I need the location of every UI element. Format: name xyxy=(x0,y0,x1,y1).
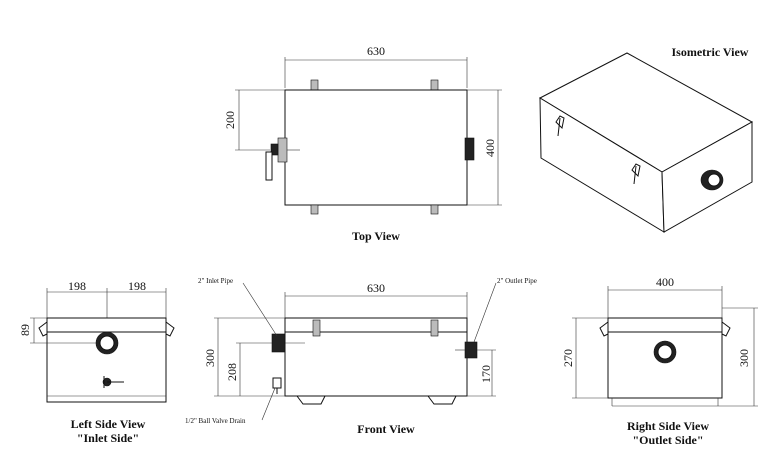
top-inlet-offset-dim: 200 xyxy=(223,111,237,129)
right-view-subtitle: "Outlet Side" xyxy=(633,433,704,447)
front-view-body xyxy=(284,331,468,397)
isometric-view: Isometric View xyxy=(538,45,754,233)
front-width-dim: 630 xyxy=(367,281,385,295)
front-view-title: Front View xyxy=(357,422,415,436)
front-outlet-level-dim: 170 xyxy=(479,365,493,383)
right-width-dim: 400 xyxy=(656,275,674,289)
top-view-title: Top View xyxy=(352,229,400,243)
right-left-height-dim: 270 xyxy=(561,349,575,367)
left-width-dim-a: 198 xyxy=(68,279,86,293)
front-view: 630 300 208 170 2" Inlet xyxy=(185,277,537,436)
front-inlet-level-dim: 208 xyxy=(225,363,239,381)
drain-valve-label: 1/2" Ball Valve Drain xyxy=(185,417,246,425)
outlet-pipe-label: 2" Outlet Pipe xyxy=(497,277,537,285)
top-view: 630 200 400 Top View xyxy=(223,44,502,243)
left-side-view: 198 198 89 Left Side View "Inlet Side" xyxy=(18,279,175,445)
top-view-body xyxy=(284,89,468,206)
inlet-pipe-label: 2" Inlet Pipe xyxy=(198,277,233,285)
left-view-subtitle: "Inlet Side" xyxy=(77,431,139,445)
left-view-title: Left Side View xyxy=(71,417,146,431)
front-height-dim: 300 xyxy=(203,349,217,367)
right-view-title: Right Side View xyxy=(627,419,709,433)
top-width-dim: 630 xyxy=(367,44,385,58)
top-depth-dim: 400 xyxy=(483,139,497,157)
left-inlet-height-dim: 89 xyxy=(18,324,32,336)
right-side-view: 400 270 300 Right Side View "Outlet Side… xyxy=(561,275,758,447)
left-width-dim-b: 198 xyxy=(128,279,146,293)
isometric-view-title: Isometric View xyxy=(672,45,749,59)
right-right-height-dim: 300 xyxy=(737,349,751,367)
